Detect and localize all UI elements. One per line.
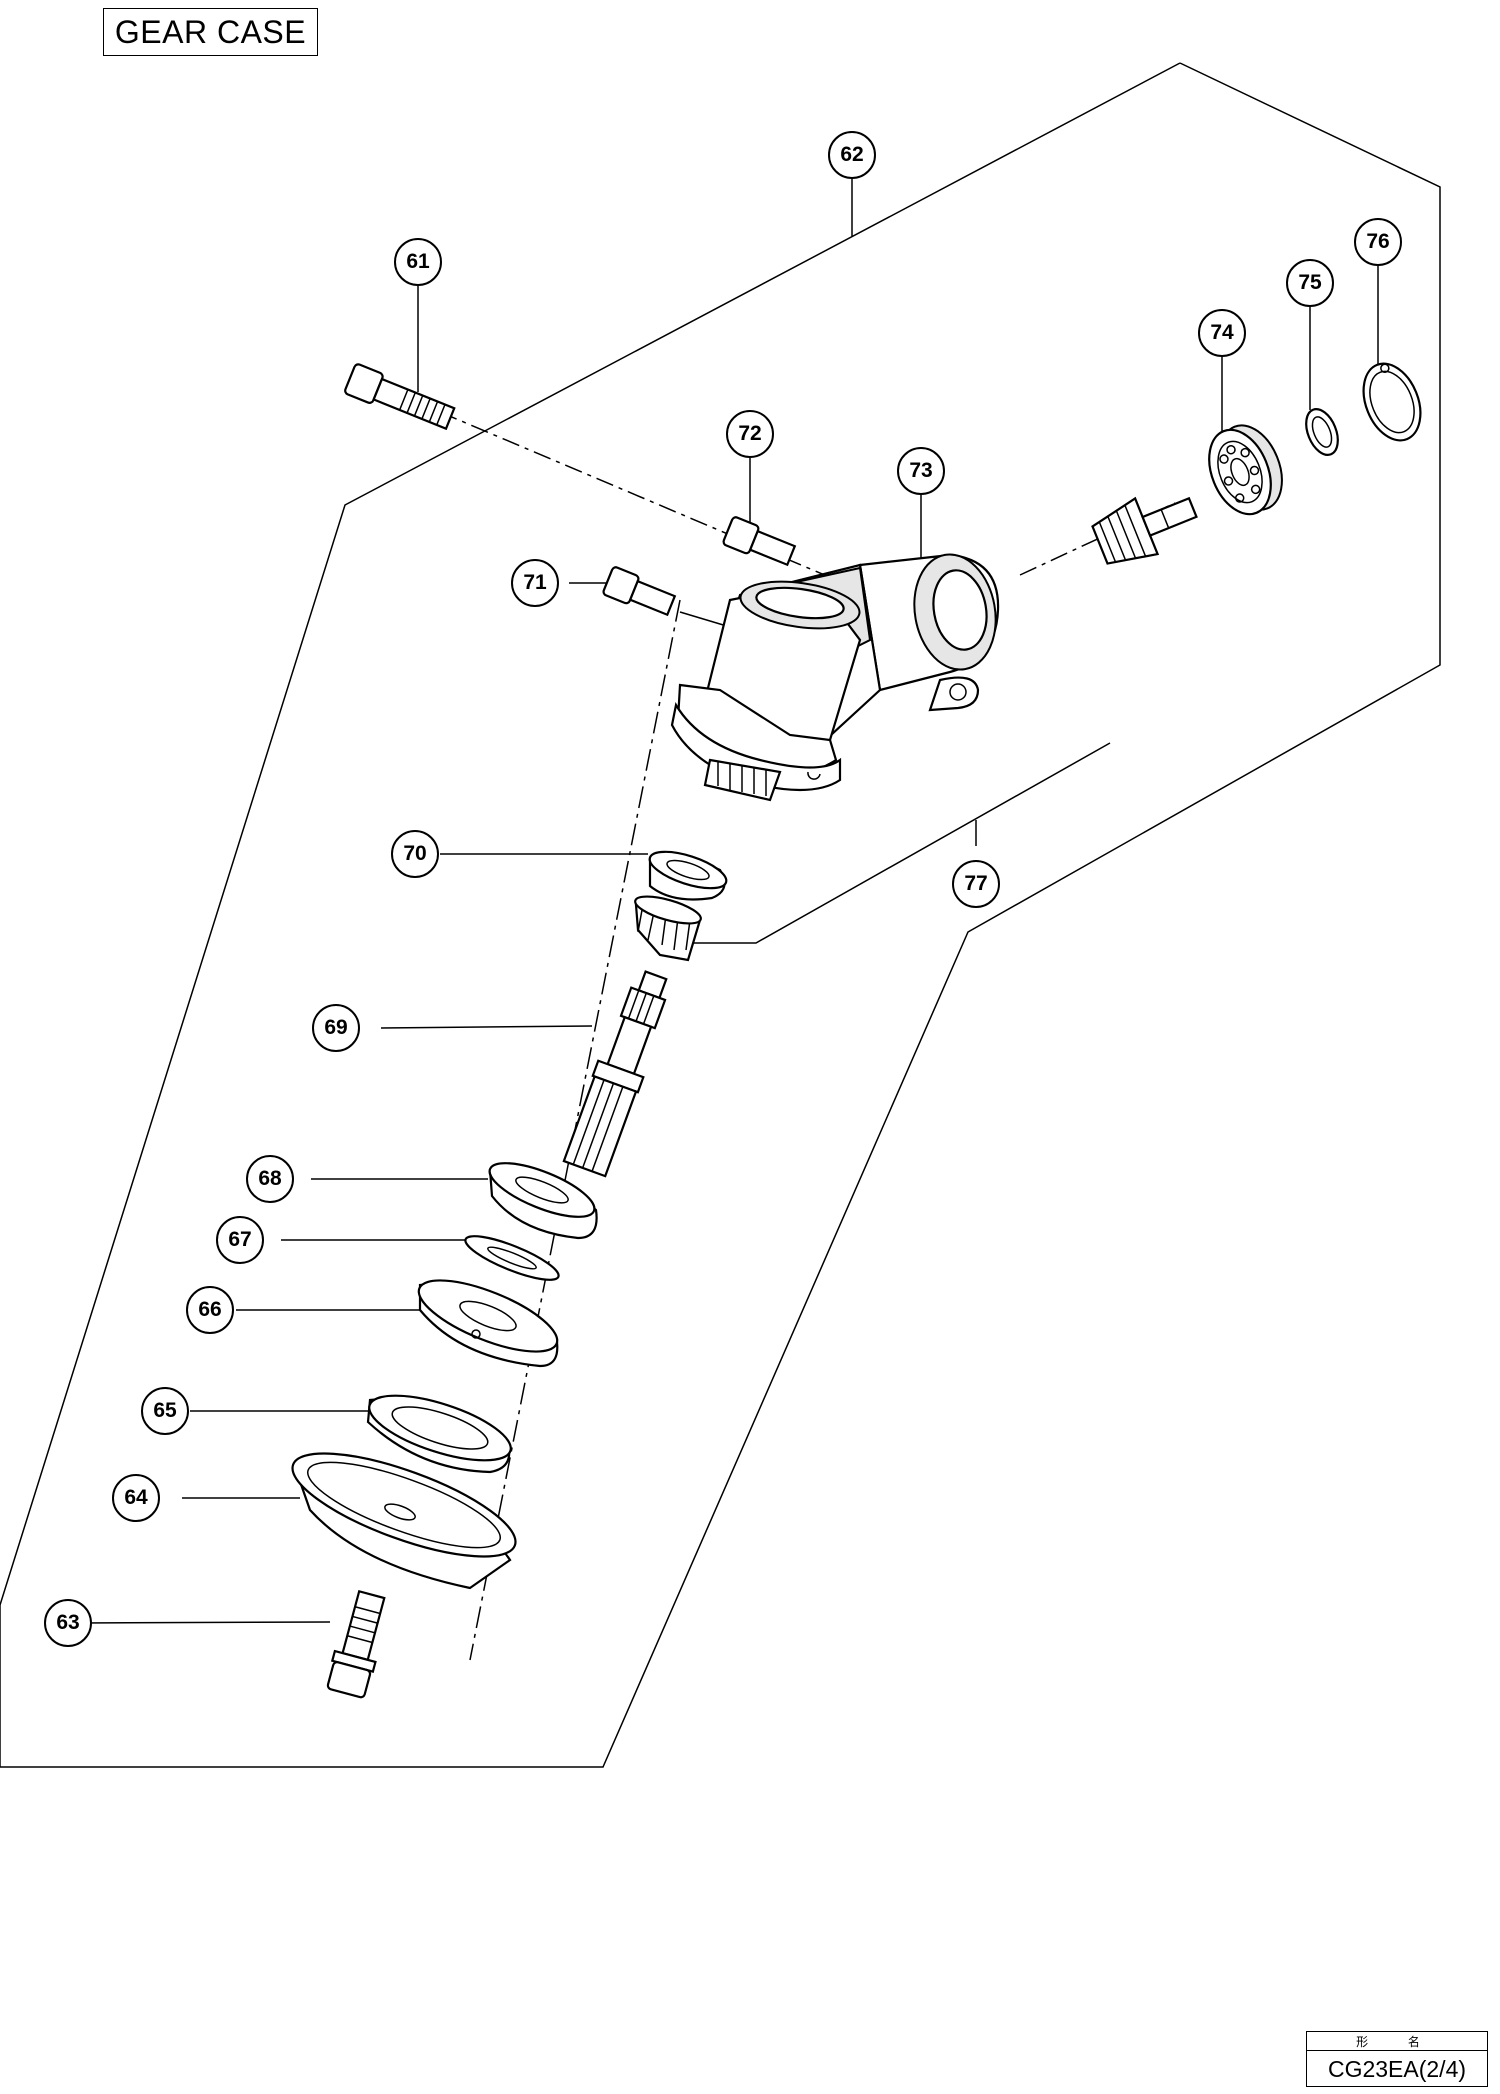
part-72-bolt <box>722 516 797 567</box>
part-63-flange-bolt <box>326 1589 386 1699</box>
callout-73: 73 <box>897 447 945 495</box>
model-block: 形 名 CG23EA(2/4) <box>1306 2031 1488 2087</box>
callout-65: 65 <box>141 1387 189 1435</box>
callout-61: 61 <box>394 238 442 286</box>
part-69-spindle <box>562 970 668 1178</box>
pinion-gear <box>1091 496 1198 565</box>
bracket-line-77 <box>690 742 1111 944</box>
callout-62: 62 <box>828 131 876 179</box>
callout-66: 66 <box>186 1286 234 1334</box>
callout-76: 76 <box>1354 218 1402 266</box>
part-65-ring <box>366 1394 512 1474</box>
diagram-title: GEAR CASE <box>103 8 318 56</box>
part-76-retaining-ring <box>1362 362 1422 442</box>
callout-69: 69 <box>312 1004 360 1052</box>
part-77-bevel-gear <box>634 895 702 962</box>
part-68-bearing <box>488 1162 598 1240</box>
leader-lines <box>79 178 1379 1624</box>
callout-71: 71 <box>511 559 559 607</box>
callout-64: 64 <box>112 1474 160 1522</box>
part-64-protector <box>291 1452 517 1590</box>
part-61-bolt <box>344 363 456 431</box>
callout-67: 67 <box>216 1216 264 1264</box>
callout-77: 77 <box>952 860 1000 908</box>
part-71-bolt <box>602 566 677 617</box>
callout-72: 72 <box>726 410 774 458</box>
callout-74: 74 <box>1198 309 1246 357</box>
callout-68: 68 <box>246 1155 294 1203</box>
part-70-bearing <box>648 850 728 901</box>
model-header: 形 名 <box>1307 2032 1487 2051</box>
callout-63: 63 <box>44 1599 92 1647</box>
model-number: CG23EA(2/4) <box>1327 2055 1467 2082</box>
callout-75: 75 <box>1286 259 1334 307</box>
part-75-snap-ring <box>1305 408 1339 456</box>
assembly-outline <box>0 62 1441 1768</box>
part-74-bearing <box>1208 424 1283 516</box>
callout-70: 70 <box>391 830 439 878</box>
part-73-gear-case <box>670 553 1000 802</box>
part-66-cover <box>417 1279 559 1368</box>
part-67-washer <box>464 1235 560 1281</box>
